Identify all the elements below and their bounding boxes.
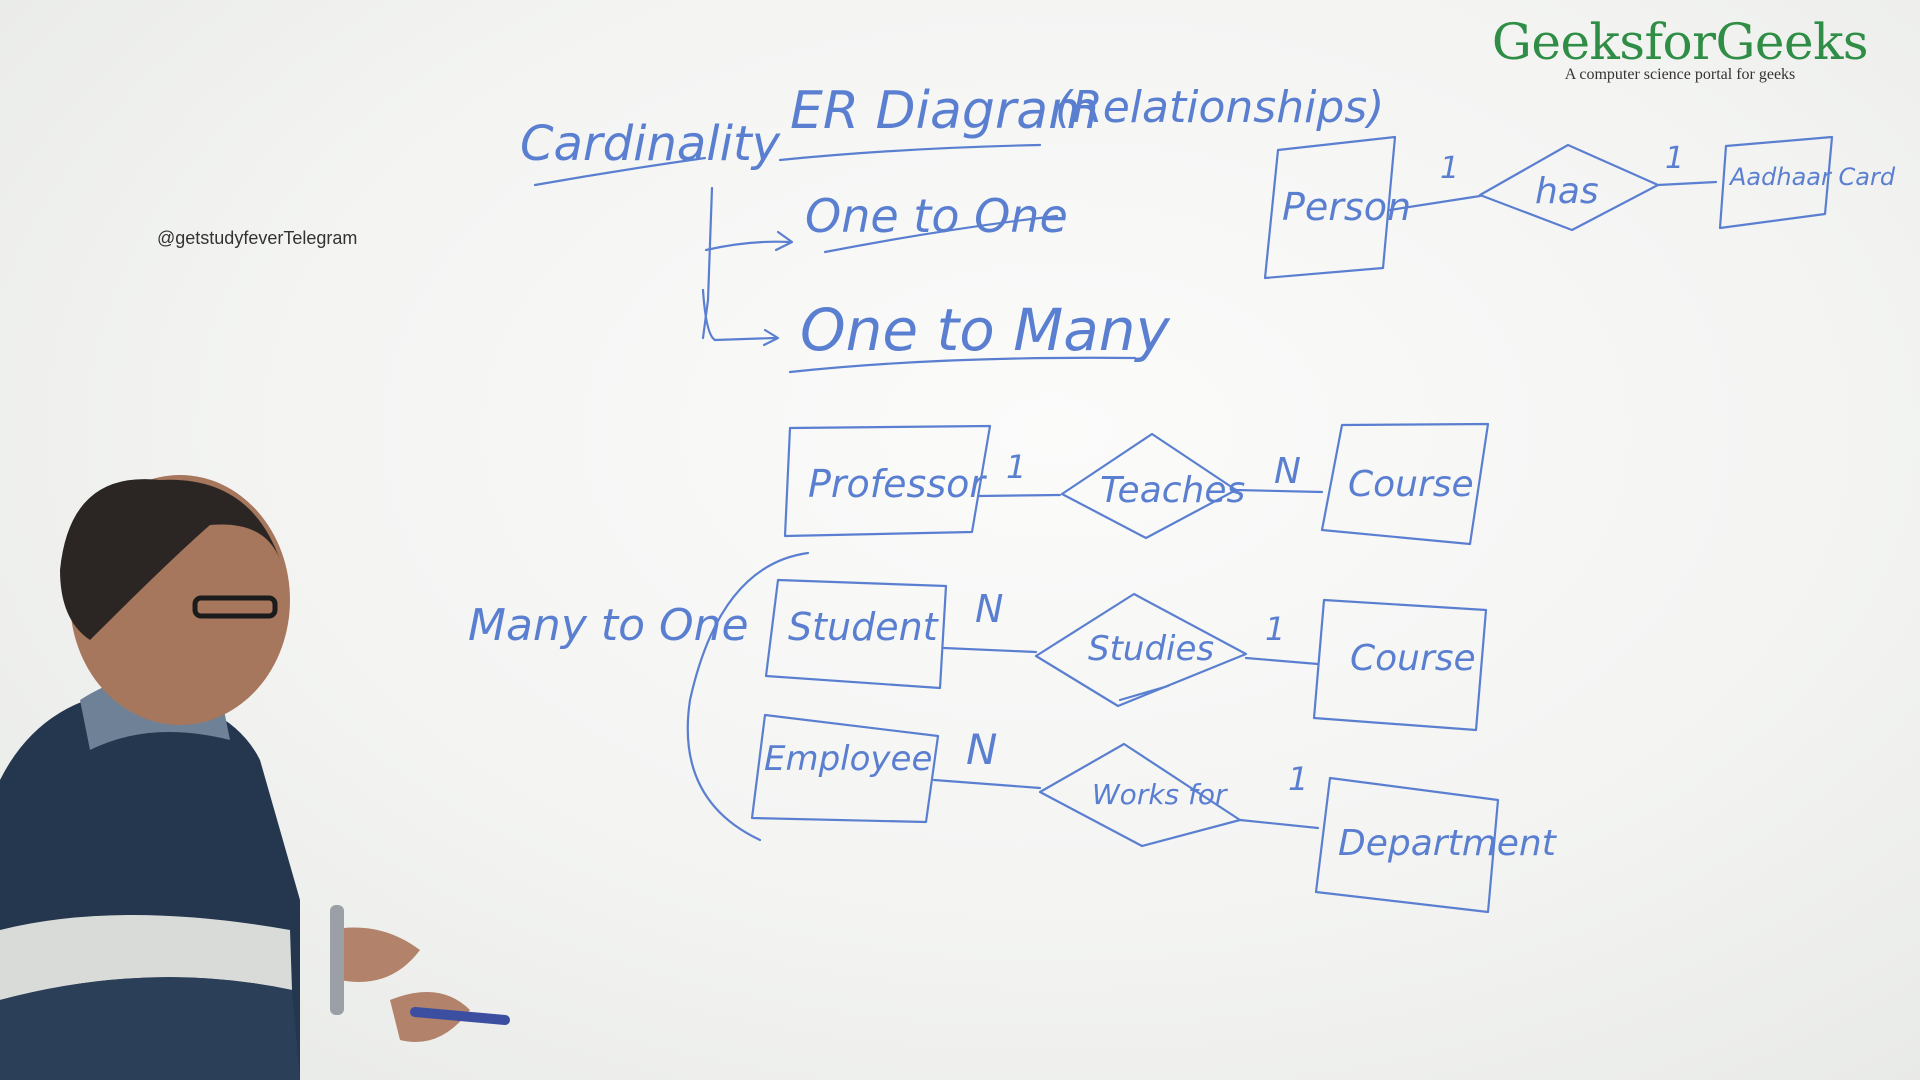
title-note-text: (Relationships) [1055,82,1384,133]
side-label-many-to-one: Many to One [468,600,749,651]
entity-course-box-1 [1320,422,1490,546]
brand-logo: GeeksforGeeks A computer science portal … [1470,14,1890,84]
card-person: 1 [1440,151,1459,186]
card-aadhaar: 1 [1665,141,1684,176]
branch-one-to-many: One to Many [800,296,1171,364]
entity-course-box-2 [1312,598,1488,732]
relation-works-for-label: Works for [1092,778,1228,811]
entity-person-box [1263,135,1397,280]
entity-employee-label: Employee [764,739,932,779]
entity-aadhaar-label: Aadhaar Card [1728,163,1896,191]
card-course-1: N [1274,451,1301,492]
entity-student-label: Student [788,605,940,649]
entity-course-2-label: Course [1350,638,1476,679]
relation-has-label: has [1535,171,1599,212]
relation-teaches-label: Teaches [1100,470,1245,511]
title-text: ER Diagram [790,81,1099,141]
watermark-text: @getstudyfeverTelegram [157,228,358,248]
brand-name: GeeksforGeeks [1491,13,1869,71]
card-department: 1 [1288,760,1308,798]
presenter-figure [0,475,510,1080]
entity-department-box [1314,776,1500,914]
entity-course-1-label: Course [1348,464,1474,505]
card-student: N [975,587,1003,631]
entity-professor-label: Professor [808,462,987,506]
card-employee: N [966,725,997,774]
entity-department-label: Department [1338,823,1558,864]
brand-tagline: A computer science portal for geeks [1564,66,1796,83]
relation-studies-label: Studies [1088,629,1214,669]
topic-text: Cardinality [520,116,781,172]
entity-person-label: Person [1282,185,1411,229]
entity-aadhaar-box [1718,135,1834,230]
branch-one-to-one: One to One [805,189,1068,243]
entity-student-box [764,578,948,690]
card-professor: 1 [1006,448,1026,486]
entity-employee-box [750,713,940,824]
entity-professor-box [783,424,992,538]
card-course-2: 1 [1265,610,1285,648]
relation-studies-diamond [1034,592,1248,708]
